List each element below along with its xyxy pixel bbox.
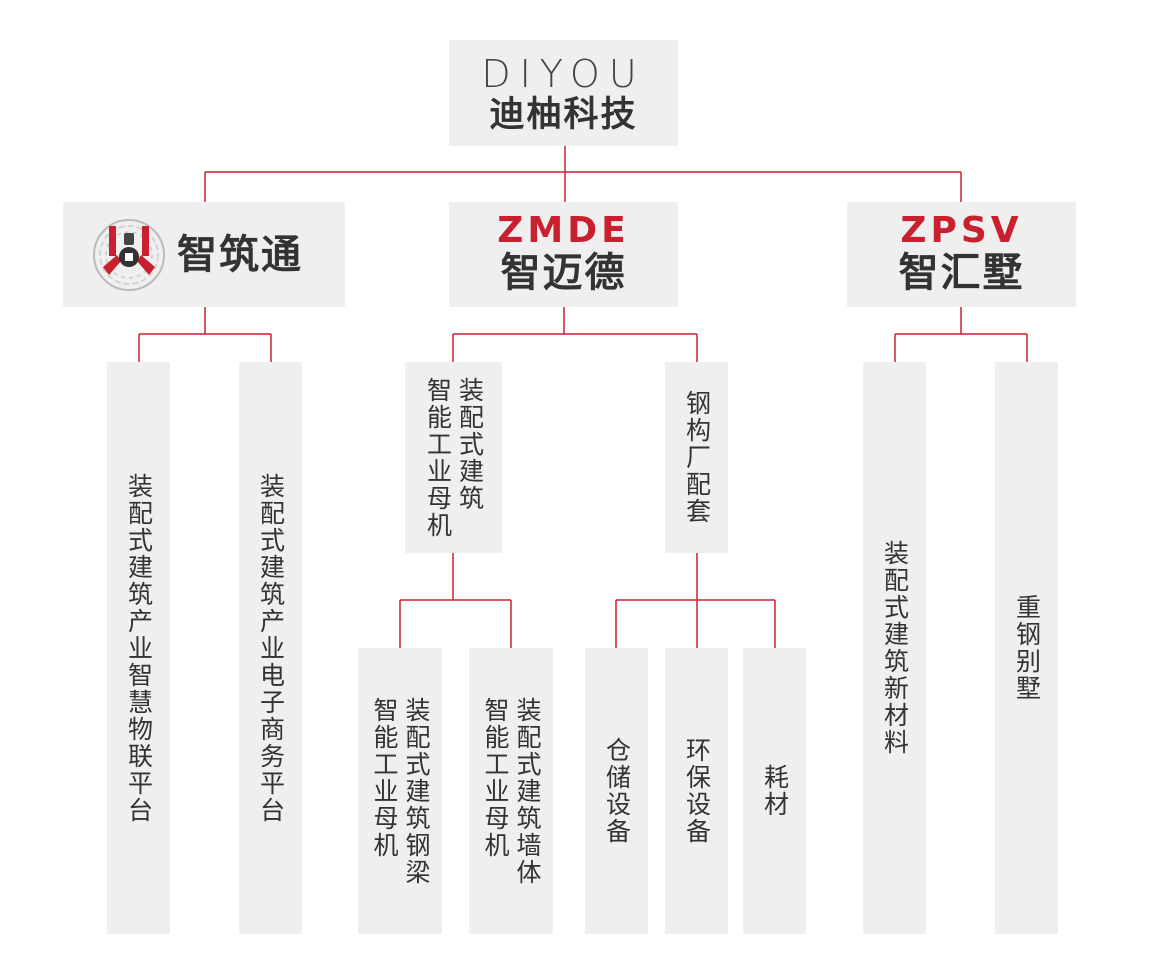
brand-node-zhimaide: ZMDE 智迈德 bbox=[449, 202, 678, 307]
node-ecommerce-platform-label: 装配式建筑产业电子商务平台 bbox=[256, 472, 286, 824]
zhizhutong-emblem-icon bbox=[93, 219, 165, 291]
node-steel-beam-machine-label: 装配式建筑钢梁 智能工业母机 bbox=[370, 696, 431, 886]
node-heavy-steel-villa-label: 重钢别墅 bbox=[1012, 594, 1042, 702]
node-heavy-steel-villa: 重钢别墅 bbox=[995, 362, 1058, 934]
node-storage-equipment-label: 仓储设备 bbox=[602, 737, 632, 845]
node-environmental-equipment-label: 环保设备 bbox=[682, 737, 712, 845]
node-steel-plant-support: 钢构厂配套 bbox=[665, 362, 728, 553]
zhihuishu-name: 智汇墅 bbox=[898, 250, 1025, 296]
diyou-chinese-name: 迪柚科技 bbox=[489, 95, 638, 135]
node-consumables: 耗材 bbox=[743, 648, 806, 934]
zmde-latin-logo: ZMDE bbox=[497, 210, 630, 251]
node-new-materials: 装配式建筑新材料 bbox=[863, 362, 926, 934]
node-iot-platform: 装配式建筑产业智慧物联平台 bbox=[107, 362, 170, 934]
brand-node-zhizhutong: 智筑通 bbox=[63, 202, 345, 307]
node-mother-machine-label: 装配式建筑 智能工业母机 bbox=[423, 376, 485, 539]
root-node-diyou: DIYOU 迪柚科技 bbox=[449, 40, 678, 146]
node-new-materials-label: 装配式建筑新材料 bbox=[880, 540, 910, 756]
diyou-latin-logo: DIYOU bbox=[481, 52, 646, 96]
node-steel-plant-support-label: 钢构厂配套 bbox=[682, 390, 712, 525]
node-mother-machine: 装配式建筑 智能工业母机 bbox=[405, 362, 502, 553]
node-storage-equipment: 仓储设备 bbox=[585, 648, 648, 934]
node-wall-machine: 装配式建筑墙体 智能工业母机 bbox=[469, 648, 553, 934]
node-steel-beam-machine: 装配式建筑钢梁 智能工业母机 bbox=[358, 648, 442, 934]
node-environmental-equipment: 环保设备 bbox=[665, 648, 728, 934]
node-consumables-label: 耗材 bbox=[760, 764, 790, 818]
node-wall-machine-label: 装配式建筑墙体 智能工业母机 bbox=[481, 696, 542, 886]
zhimaide-name: 智迈德 bbox=[500, 250, 627, 296]
brand-node-zhihuishu: ZPSV 智汇墅 bbox=[847, 202, 1076, 307]
node-ecommerce-platform: 装配式建筑产业电子商务平台 bbox=[239, 362, 302, 934]
zhizhutong-name: 智筑通 bbox=[177, 232, 303, 278]
node-iot-platform-label: 装配式建筑产业智慧物联平台 bbox=[124, 472, 154, 824]
zpsv-latin-logo: ZPSV bbox=[900, 210, 1023, 251]
